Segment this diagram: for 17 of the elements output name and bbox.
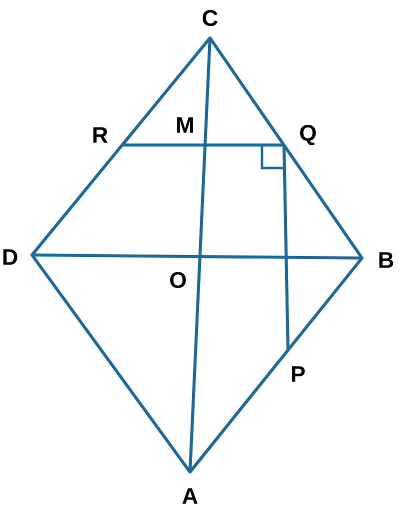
line-segment	[282, 144, 290, 352]
point-label: R	[93, 127, 108, 143]
point-label: M	[177, 117, 193, 133]
point-label: D	[3, 249, 18, 265]
point-label: C	[202, 10, 218, 26]
line-segment	[120, 143, 286, 147]
point-label: P	[292, 366, 305, 382]
line-segment	[30, 254, 192, 474]
point-label: O	[170, 272, 186, 288]
line-segment	[30, 253, 364, 260]
point-label: Q	[300, 124, 316, 146]
point-label: B	[379, 252, 394, 268]
line-segment	[188, 36, 212, 474]
line-segment	[208, 36, 364, 260]
line-segment	[188, 256, 364, 474]
line-segment	[30, 36, 212, 256]
point-label: A	[182, 488, 198, 504]
